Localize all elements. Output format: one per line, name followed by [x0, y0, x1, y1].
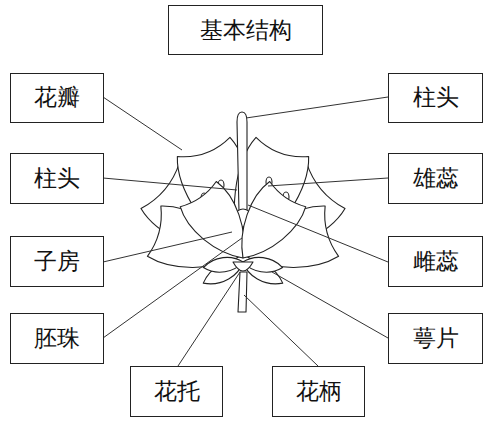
label-box: 雌蕊 — [388, 236, 483, 287]
leader-line — [103, 97, 182, 150]
leader-line — [103, 238, 242, 338]
part-name: 胚珠 — [34, 326, 80, 351]
part-name: 柱头 — [34, 166, 80, 191]
part-name: 雌蕊 — [413, 249, 459, 274]
part-name: 花柄 — [296, 379, 342, 404]
leader-line — [248, 205, 388, 262]
stem — [238, 272, 247, 312]
label-box: 柱头 — [388, 73, 483, 123]
part-name: 柱头 — [413, 85, 459, 110]
label-box: 子房 — [10, 236, 104, 287]
receptacle — [233, 262, 253, 271]
part-name: 子房 — [34, 249, 80, 274]
label-box: 花瓣 — [10, 73, 104, 123]
leader-lines — [103, 97, 388, 366]
label-box: 花托 — [130, 366, 223, 417]
label-box: 雄蕊 — [388, 153, 483, 204]
part-name: 雄蕊 — [413, 166, 459, 191]
leader-line — [246, 97, 388, 118]
part-name: 花托 — [154, 379, 200, 404]
label-box: 胚珠 — [10, 313, 104, 364]
label-box: 萼片 — [388, 313, 483, 364]
leader-line — [103, 232, 232, 262]
leader-line — [103, 178, 237, 190]
leader-line — [268, 178, 388, 186]
label-box: 花柄 — [272, 366, 365, 417]
style — [237, 112, 247, 212]
leader-line — [272, 272, 388, 338]
part-name: 萼片 — [413, 326, 459, 351]
leader-line — [178, 272, 240, 366]
diagram-title: 基本结构 — [200, 15, 292, 46]
part-name: 花瓣 — [34, 85, 80, 110]
title-box: 基本结构 — [168, 5, 323, 55]
label-box: 柱头 — [10, 153, 104, 204]
leader-line — [244, 295, 318, 366]
